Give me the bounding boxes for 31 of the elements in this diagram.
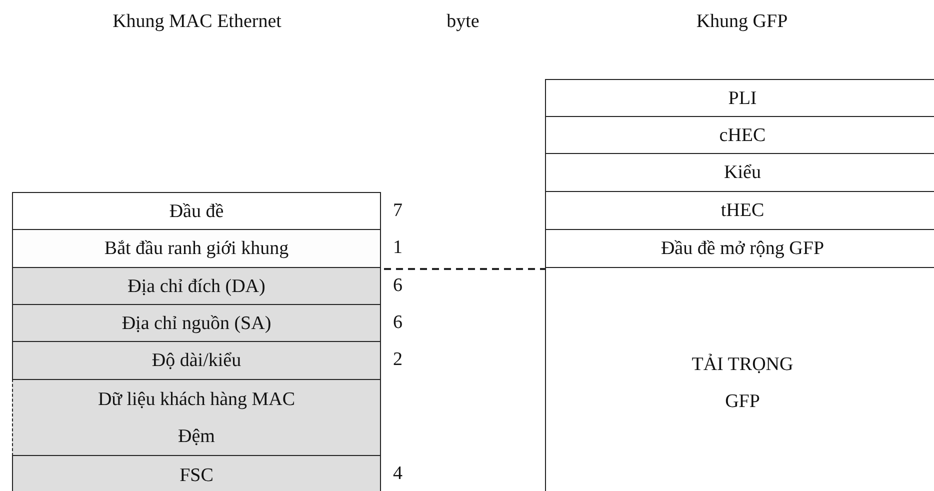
field-label: PLI xyxy=(728,86,757,110)
field-label: Kiểu xyxy=(724,161,761,185)
field-label: Độ dài/kiểu xyxy=(152,349,242,373)
field-label: Đầu đề mở rộng GFP xyxy=(660,237,824,261)
frame-field xyxy=(12,229,381,268)
field-label: Bắt đầu ranh giới khung xyxy=(104,237,289,261)
field-label: FSC xyxy=(180,464,214,488)
byte-count: 4 xyxy=(393,463,402,485)
frame-field xyxy=(545,79,934,117)
byte-count: 6 xyxy=(393,275,402,297)
field-label: Đầu đề xyxy=(169,200,224,224)
field-label: TẢI TRỌNG GFP xyxy=(690,352,794,414)
field-label: Đệm xyxy=(178,424,215,448)
field-label: Địa chỉ đích (DA) xyxy=(128,274,266,298)
frame-field xyxy=(12,455,381,491)
frame-field xyxy=(12,379,381,456)
frame-field xyxy=(12,192,381,230)
field-label: Dữ liệu khách hàng MAC xyxy=(98,388,296,412)
field-label: Địa chỉ nguồn (SA) xyxy=(122,312,272,336)
column-heading: Khung MAC Ethernet xyxy=(112,11,282,33)
frame-field xyxy=(12,267,381,305)
column-heading: Khung GFP xyxy=(696,11,788,33)
byte-count: 1 xyxy=(393,237,402,259)
field-label: tHEC xyxy=(720,199,764,223)
column-heading: byte xyxy=(446,11,480,33)
field-label: cHEC xyxy=(719,124,766,148)
byte-count: 6 xyxy=(393,312,402,334)
byte-count: 2 xyxy=(393,349,402,371)
frame-field xyxy=(12,304,381,342)
frame-field xyxy=(12,341,381,380)
byte-count: 7 xyxy=(393,200,402,222)
